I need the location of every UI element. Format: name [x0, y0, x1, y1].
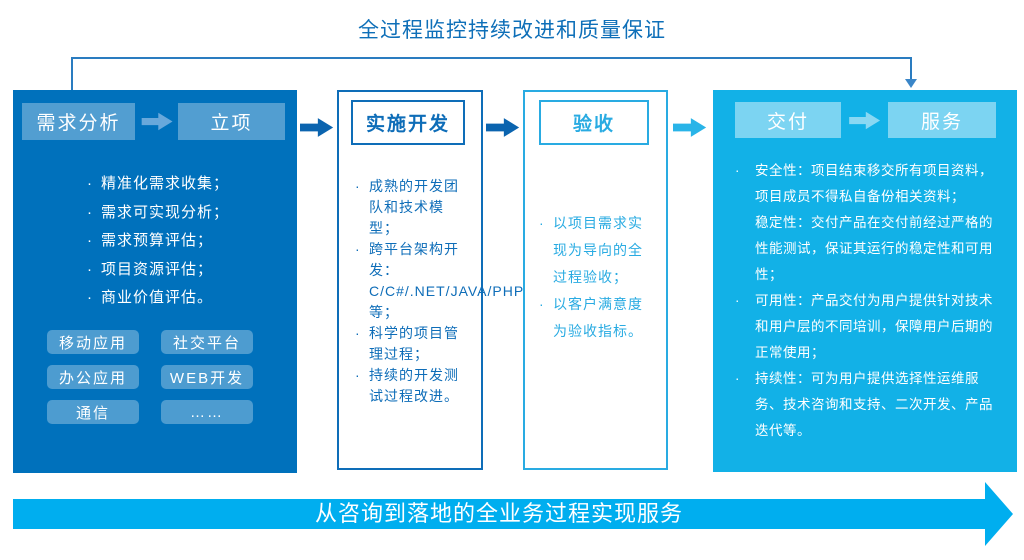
- category-tag: 社交平台: [161, 330, 253, 354]
- requirements-analysis-tab: 需求分析: [22, 103, 135, 140]
- implementation-panel: 实施开发 成熟的开发团队和技术模型；跨平台架构开发：C/C#/.NET/JAVA…: [337, 90, 649, 470]
- stage3-to-stage4-arrow-icon: [673, 118, 707, 137]
- bottom-process-banner: 从咨询到落地的全业务过程实现服务: [13, 499, 985, 529]
- stage2-to-stage3-arrow-icon: [486, 118, 520, 137]
- project-initiation-tab: 立项: [178, 103, 285, 140]
- category-tag: 办公应用: [47, 365, 139, 389]
- category-tag: 移动应用: [47, 330, 139, 354]
- stage1-to-stage2-arrow-icon: [300, 118, 334, 137]
- category-tag: 通信: [47, 400, 139, 424]
- bullet-item: 项目资源评估；: [87, 256, 229, 285]
- bullet-item: 可用性：产品交付为用户提供针对技术和用户层的不同培训，保障用户后期的正常使用；: [735, 288, 1003, 366]
- bullet-item: 稳定性：交付产品在交付前经过严格的性能测试，保证其运行的稳定性和可用性；: [755, 215, 993, 282]
- implementation-bullet-list: 成熟的开发团队和技术模型；跨平台架构开发：C/C#/.NET/JAVA/PHP/…: [355, 176, 649, 407]
- bullet-item: 跨平台架构开发：C/C#/.NET/JAVA/PHP/JSP/IOS/Andro…: [355, 239, 649, 323]
- bullet-item: 成熟的开发团队和技术模型；: [355, 176, 473, 239]
- monitor-bracket-line: [71, 57, 912, 90]
- bullet-item: 精准化需求收集；: [87, 170, 229, 199]
- diagram-title: 全过程监控持续改进和质量保证: [358, 19, 666, 42]
- bullet-item: 持续性：可为用户提供选择性运维服务、技术咨询和支持、二次开发、产品迭代等。: [735, 366, 1003, 444]
- category-tag-grid: 移动应用社交平台办公应用 WEB开发通信 ……: [47, 330, 287, 424]
- monitor-bracket-right-line: [910, 57, 912, 79]
- implementation-header: 实施开发: [351, 100, 465, 145]
- requirements-bullet-list: 精准化需求收集；需求可实现分析；需求预算评估；项目资源评估；商业价值评估。: [87, 170, 229, 313]
- acceptance-bullet-list: 以项目需求实现为导向的全过程验收；以客户满意度为验收指标。: [539, 210, 655, 345]
- category-tag: WEB开发: [161, 365, 253, 389]
- bullet-item: 以客户满意度为验收指标。: [539, 291, 655, 345]
- bullet-item: 以项目需求实现为导向的全过程验收；: [539, 210, 655, 291]
- delivery-bullet-list: 安全性：项目结束移交所有项目资料，项目成员不得私自备份相关资料；稳定性：交付产品…: [735, 158, 1003, 444]
- bracket-down-arrow-icon: [905, 79, 917, 88]
- delivery-tab: 交付: [735, 102, 841, 138]
- bullet-item: 安全性：项目结束移交所有项目资料，项目成员不得私自备份相关资料；: [735, 158, 1003, 210]
- delivery-panel: 交付 服务 安全性：项目结束移交所有项目资料，项目成员不得私自备份相关资料；稳定…: [713, 90, 1017, 472]
- bullet-item: 科学的项目管理过程；: [355, 323, 473, 365]
- requirements-panel: 需求分析 立项 精准化需求收集；需求可实现分析；需求预算评估；项目资源评估；商业…: [13, 90, 297, 473]
- category-tag: ……: [161, 400, 253, 424]
- acceptance-header: 验收: [539, 100, 649, 145]
- service-tab: 服务: [888, 102, 996, 138]
- bullet-item: 持续的开发测试过程改进。: [355, 365, 473, 407]
- stage4-tabs-arrow-right-icon: [849, 111, 881, 130]
- bullet-item: 商业价值评估。: [87, 284, 229, 313]
- bullet-item: 需求预算评估；: [87, 227, 229, 256]
- stage1-tabs-arrow-right-icon: [141, 112, 173, 131]
- bullet-item: 需求可实现分析；: [87, 199, 229, 228]
- acceptance-panel: 验收 以项目需求实现为导向的全过程验收；以客户满意度为验收指标。: [523, 90, 668, 470]
- bottom-banner-arrowhead-icon: [985, 482, 1013, 546]
